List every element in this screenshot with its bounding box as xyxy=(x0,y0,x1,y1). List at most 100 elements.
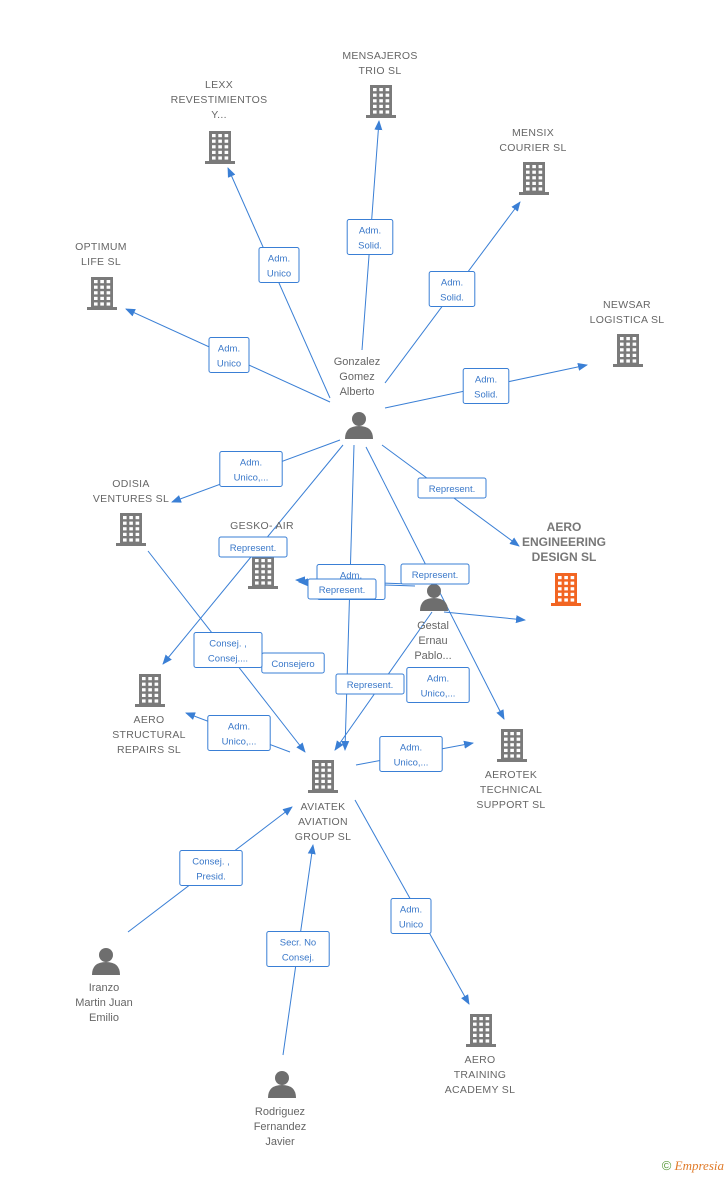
edge-label-text: Unico,... xyxy=(234,473,269,484)
edge-label-text: Adm. xyxy=(268,254,290,265)
node-label: REVESTIMIENTOS xyxy=(171,94,268,106)
edge-label-box xyxy=(335,673,405,695)
edge-label-text: Adm. xyxy=(218,344,240,355)
edge-label-text: Adm. xyxy=(240,458,262,469)
edge-label: Represent. xyxy=(417,477,487,499)
building-icon xyxy=(87,277,117,310)
node-label: AVIATEK xyxy=(301,801,346,813)
edge-label-box xyxy=(193,632,263,668)
edge-label: Consejero xyxy=(261,652,325,674)
edge-label-text: Adm. xyxy=(475,375,497,386)
building-icon-highlighted xyxy=(551,573,581,606)
node-label: Iranzo xyxy=(89,982,120,994)
edge-label: Represent. xyxy=(335,673,405,695)
node-label: MENSAJEROS xyxy=(342,50,417,62)
watermark-brand: Empresia xyxy=(674,1158,724,1173)
node-label: LOGISTICA SL xyxy=(590,314,665,326)
edge-label-text: Represent. xyxy=(319,585,365,596)
node-label: Ernau xyxy=(418,635,447,647)
person-icon xyxy=(345,412,373,439)
node-label: LEXX xyxy=(205,79,233,91)
node-label: Gomez xyxy=(339,371,374,383)
node-lexx[interactable]: LEXX REVESTIMIENTOS Y... xyxy=(171,79,268,164)
node-label: Emilio xyxy=(89,1012,119,1024)
node-label: Y... xyxy=(211,109,227,121)
edge-label-text: Adm. xyxy=(359,226,381,237)
building-icon xyxy=(519,162,549,195)
edge-label-box xyxy=(258,247,300,283)
node-aerotek[interactable]: AEROTEK TECHNICAL SUPPORT SL xyxy=(476,729,545,811)
node-label: SUPPORT SL xyxy=(476,799,545,811)
building-icon xyxy=(613,334,643,367)
node-label: AERO xyxy=(465,1054,496,1066)
node-label: AEROTEK xyxy=(485,769,537,781)
node-label: GESKO- AIR xyxy=(230,520,294,532)
nodes-layer: GonzalezGomezAlbertoGestalErnauPablo...I… xyxy=(75,50,664,1148)
node-label: COURIER SL xyxy=(499,142,566,154)
node-gesko[interactable]: GESKO- AIR xyxy=(230,520,294,589)
building-icon xyxy=(308,760,338,793)
edge-label-text: Unico,... xyxy=(394,758,429,769)
edge-label: Represent. xyxy=(218,536,288,558)
node-label: Alberto xyxy=(340,386,375,398)
edge-label-text: Adm. xyxy=(400,905,422,916)
edge-label: Represent. xyxy=(400,563,470,585)
edge-label-text: Unico,... xyxy=(421,689,456,700)
node-label: REPAIRS SL xyxy=(117,744,181,756)
node-label: ENGINEERING xyxy=(522,535,606,549)
edge-label-text: Consej. , xyxy=(209,639,247,650)
building-icon xyxy=(135,674,165,707)
edge-label-box xyxy=(417,477,487,499)
node-gestal[interactable]: GestalErnauPablo... xyxy=(414,584,452,662)
edge-label-text: Adm. xyxy=(228,722,250,733)
edge-label-box xyxy=(346,219,394,255)
edge-label-text: Consej. , xyxy=(192,857,230,868)
edge-gestal-aero_eng xyxy=(443,611,526,624)
node-label: TECHNICAL xyxy=(480,784,542,796)
edge-label-text: Represent. xyxy=(412,570,458,581)
edge-label-text: Unico,... xyxy=(222,737,257,748)
edge-label-box xyxy=(400,563,470,585)
edge-label-text: Solid. xyxy=(358,241,382,252)
node-label: Javier xyxy=(265,1136,295,1148)
edge-label-box xyxy=(379,736,443,772)
edge-label-text: Represent. xyxy=(230,543,276,554)
edge-label-text: Solid. xyxy=(474,390,498,401)
edge-label: Adm. Unico,... xyxy=(207,715,271,751)
edge-label-box xyxy=(208,337,250,373)
edge-label-box xyxy=(207,715,271,751)
node-label: Rodriguez xyxy=(255,1106,305,1118)
edge-label-text: Secr. No xyxy=(280,938,316,949)
edge-label: Consej. , Presid. xyxy=(179,850,243,886)
node-label: Pablo... xyxy=(414,650,451,662)
edge-label-text: Consej. xyxy=(282,953,314,964)
edge-label-text: Adm. xyxy=(340,571,362,582)
node-label: AERO xyxy=(134,714,165,726)
edge-label-text: Consejero xyxy=(271,659,314,670)
node-label: ODISIA xyxy=(112,478,149,490)
building-icon xyxy=(205,131,235,164)
edge-label-text: Unico xyxy=(399,920,423,931)
edge-label-text: Presid. xyxy=(196,872,226,883)
watermark: © Empresia xyxy=(662,1158,724,1174)
edge-label-text: Solid. xyxy=(440,293,464,304)
node-label: OPTIMUM xyxy=(75,241,127,253)
copyright-symbol: © xyxy=(661,1158,672,1173)
edge-label: Adm.Unico xyxy=(258,247,300,283)
edge-label-box xyxy=(390,898,432,934)
node-label: Gestal xyxy=(417,620,449,632)
edge-label-text: Adm. xyxy=(427,674,449,685)
